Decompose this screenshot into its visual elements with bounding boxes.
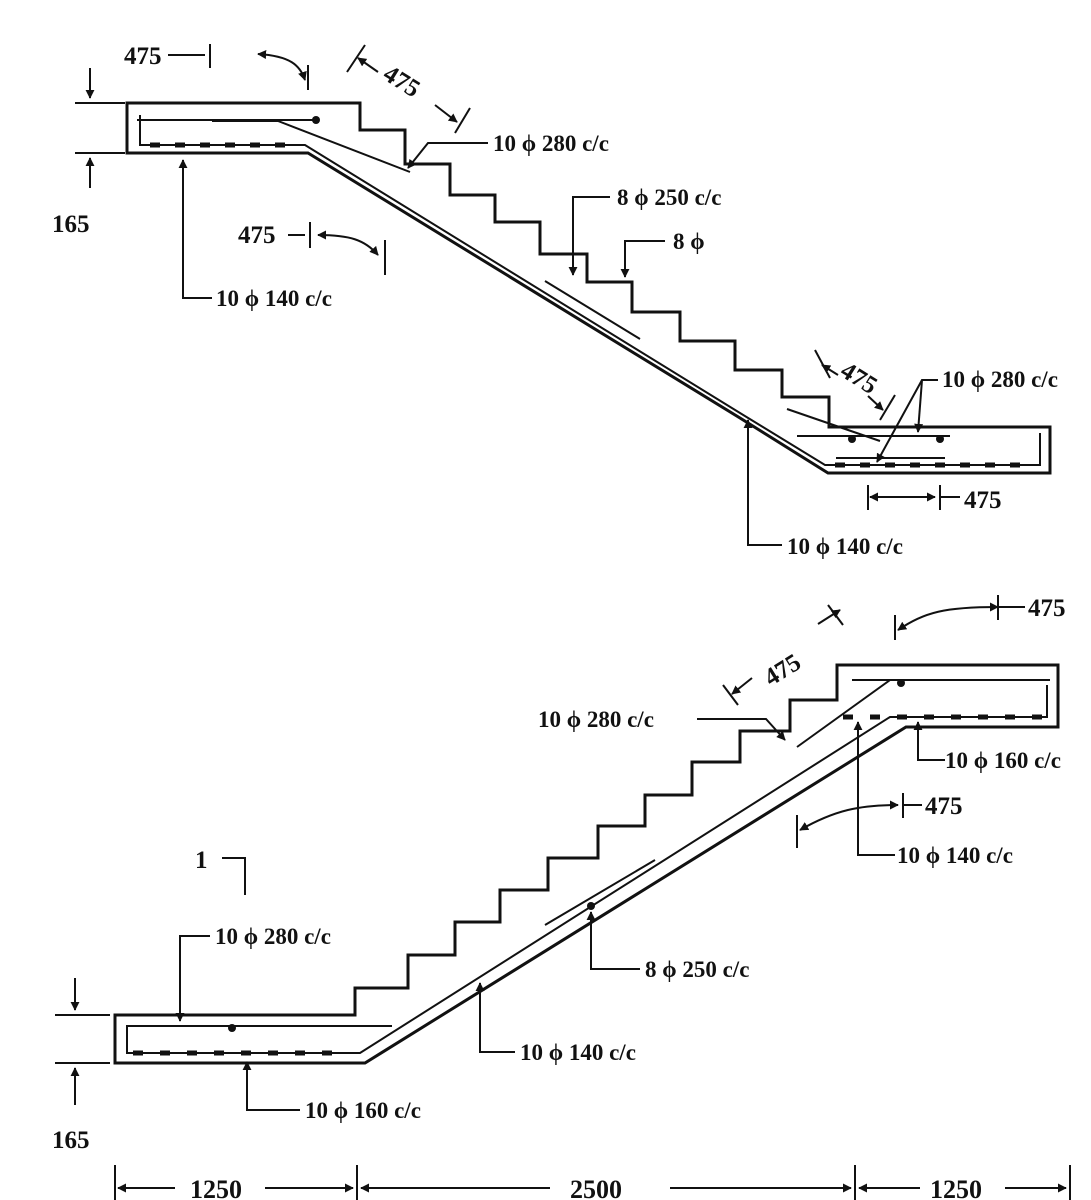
waist-main-lower-bar-label: 10 ϕ 140 c/c [520, 1040, 636, 1065]
top-stair-drawing: 475 475 165 475 475 475 10 ϕ 280 c/c 8 ϕ… [52, 43, 1058, 559]
rebar-dot [936, 435, 944, 443]
rebar-dot [312, 116, 320, 124]
bottom-landing-anchorage-dim: 475 [964, 487, 1002, 514]
bottom-landing-top-bar-label: 10 ϕ 280 c/c [942, 367, 1058, 392]
upper-top-bar-label: 10 ϕ 280 c/c [538, 707, 654, 732]
bottom-landing-thickness-dim: 165 [52, 1127, 90, 1154]
top-leader-lines [178, 142, 938, 546]
top-inclined-anchorage-dim: 475 [760, 649, 806, 692]
waist-main-upper-bar-label: 10 ϕ 140 c/c [897, 843, 1013, 868]
top-inclined-anchorage-dim: 475 [378, 60, 424, 103]
rebar-dot [587, 902, 595, 910]
top-left-anchorage-dim: 475 [124, 43, 162, 70]
bottom-leader-lines [175, 718, 945, 1111]
bottom-stair-rebars [126, 679, 1050, 1056]
bottom-stair-drawing: 475 475 475 1 165 10 ϕ 280 c/c 10 ϕ 160 … [52, 595, 1071, 1200]
distribution-bar-label: 8 ϕ 250 c/c [645, 957, 749, 982]
span-left-dim: 1250 [190, 1175, 242, 1200]
top-stair-rebars [137, 115, 1041, 468]
top-stair-outline [125, 101, 1052, 475]
bottom-inclined-anchorage-dim: 475 [836, 357, 882, 400]
distribution-bar-label: 8 ϕ 250 c/c [617, 185, 721, 210]
top-dimension-lines [75, 44, 960, 510]
waist-main-bar-label: 10 ϕ 140 c/c [787, 534, 903, 559]
rebar-dot [848, 435, 856, 443]
section-marker: 1 [195, 847, 208, 874]
upper-bottom-bar-label: 10 ϕ 160 c/c [945, 748, 1061, 773]
top-waist-anchorage-dim: 475 [238, 222, 276, 249]
bottom-dimension-lines [55, 595, 1071, 1200]
span-mid-dim: 2500 [570, 1175, 622, 1200]
stirrup-bar-label: 8 ϕ [673, 229, 705, 254]
bottom-stair-outline [113, 663, 1060, 1065]
top-right-anchorage-dim: 475 [1028, 595, 1066, 622]
rebar-dot [897, 679, 905, 687]
top-landing-bottom-bar-label: 10 ϕ 140 c/c [216, 286, 332, 311]
rebar-dot [228, 1024, 236, 1032]
lower-top-bar-label: 10 ϕ 280 c/c [215, 924, 331, 949]
lower-bottom-bar-label: 10 ϕ 160 c/c [305, 1098, 421, 1123]
top-landing-top-bar-label: 10 ϕ 280 c/c [493, 131, 609, 156]
span-right-dim: 1250 [930, 1175, 982, 1200]
top-landing-thickness-dim: 165 [52, 211, 90, 238]
waist-anchorage-dim: 475 [925, 793, 963, 820]
